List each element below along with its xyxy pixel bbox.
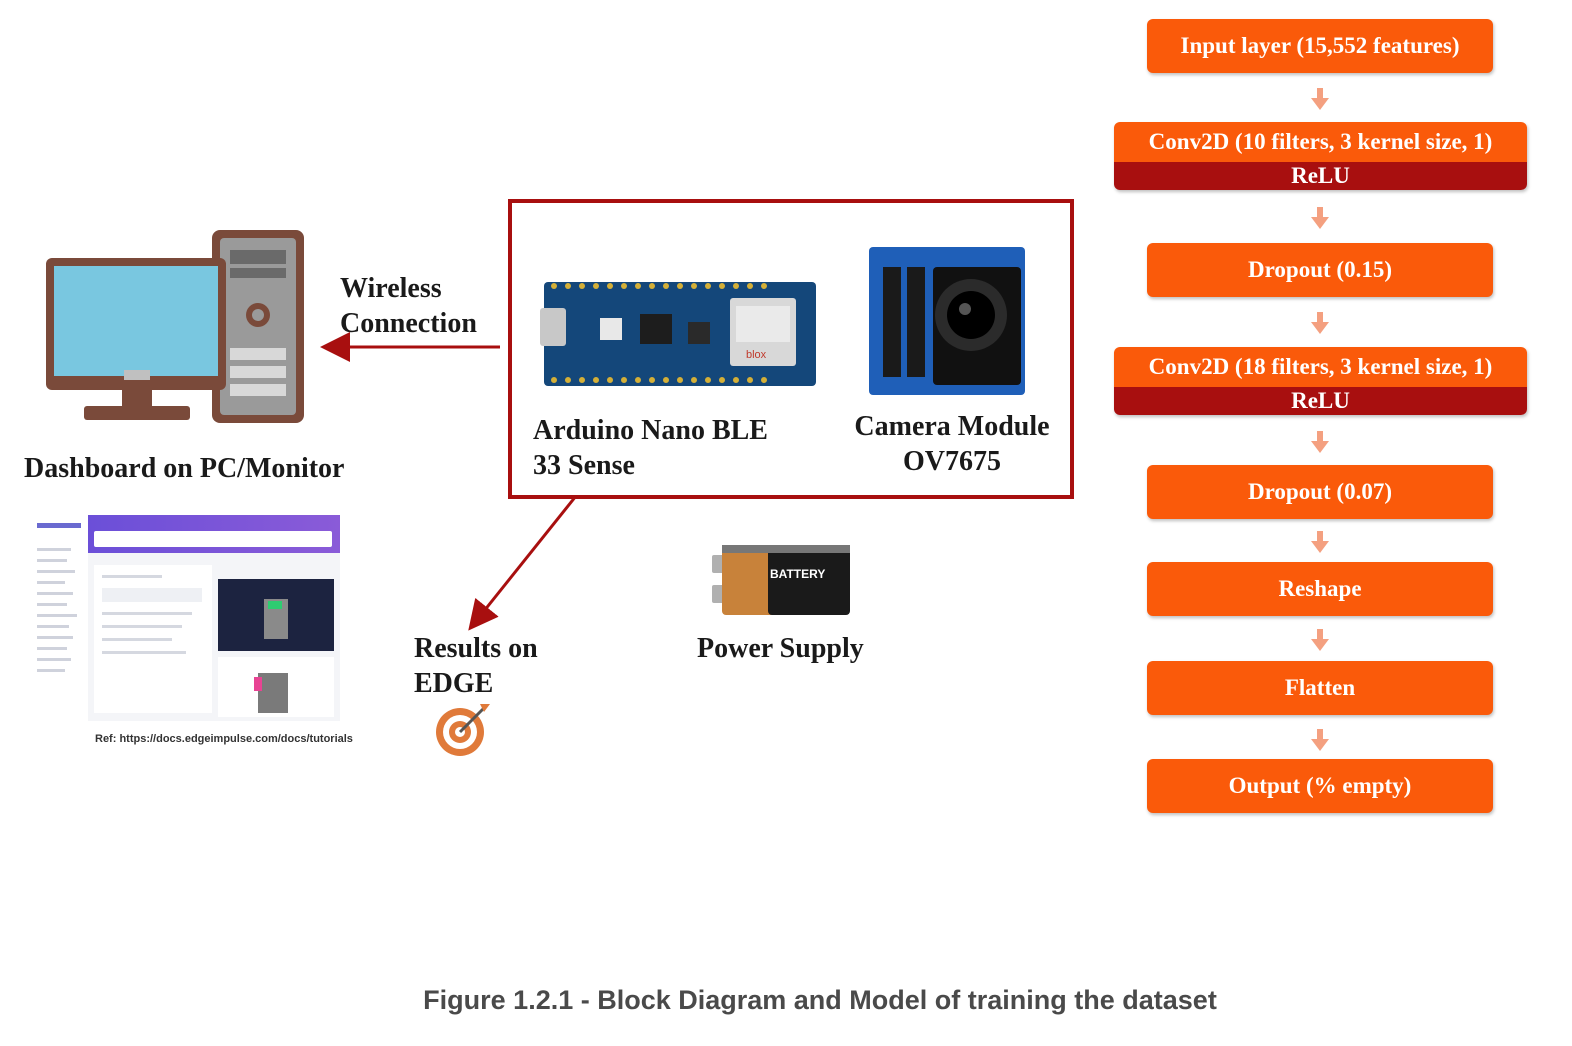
flow-arrow-6 [1311,629,1329,651]
camera-module-icon [869,247,1025,395]
flow-arrow-4 [1311,431,1329,453]
activation-relu-1: ReLU [1114,162,1527,190]
layer-flatten: Flatten [1147,661,1493,715]
power-supply-label: Power Supply [697,633,864,664]
layer-dropout-1: Dropout (0.15) [1147,243,1493,297]
dashboard-screenshot [88,515,340,721]
camera-label: Camera Module OV7675 [854,411,1050,477]
reference-text: Ref: https://docs.edgeimpulse.com/docs/t… [95,733,353,745]
device-box [508,199,1074,499]
desktop-computer-icon [46,230,304,423]
layer-input: Input layer (15,552 features) [1147,19,1493,73]
svg-text:blox: blox [746,349,767,361]
activation-relu-2: ReLU [1114,387,1527,415]
layer-reshape: Reshape [1147,562,1493,616]
flow-arrow-2 [1311,207,1329,229]
arduino-label: Arduino Nano BLE 33 Sense [533,415,768,481]
results-arrow [468,495,578,631]
battery-text: BATTERY [770,567,826,581]
flow-arrow-7 [1311,729,1329,751]
flow-arrow-3 [1311,312,1329,334]
layer-conv2d-1: Conv2D (10 filters, 3 kernel size, 1) Re… [1114,122,1527,190]
target-icon [436,704,490,756]
figure-caption: Figure 1.2.1 - Block Diagram and Model o… [423,985,1217,1015]
dashboard-sidebar [33,515,88,721]
dashboard-label: Dashboard on PC/Monitor [24,453,345,484]
arduino-board-icon: blox [540,282,816,386]
results-label: Results on EDGE [414,633,538,699]
layer-conv2d-2: Conv2D (18 filters, 3 kernel size, 1) Re… [1114,347,1527,415]
layer-output: Output (% empty) [1147,759,1493,813]
flow-arrow-5 [1311,531,1329,553]
wireless-label: Wireless Connection [340,273,477,339]
layer-dropout-2: Dropout (0.07) [1147,465,1493,519]
battery-icon [712,545,850,615]
flow-arrow-1 [1311,88,1329,110]
